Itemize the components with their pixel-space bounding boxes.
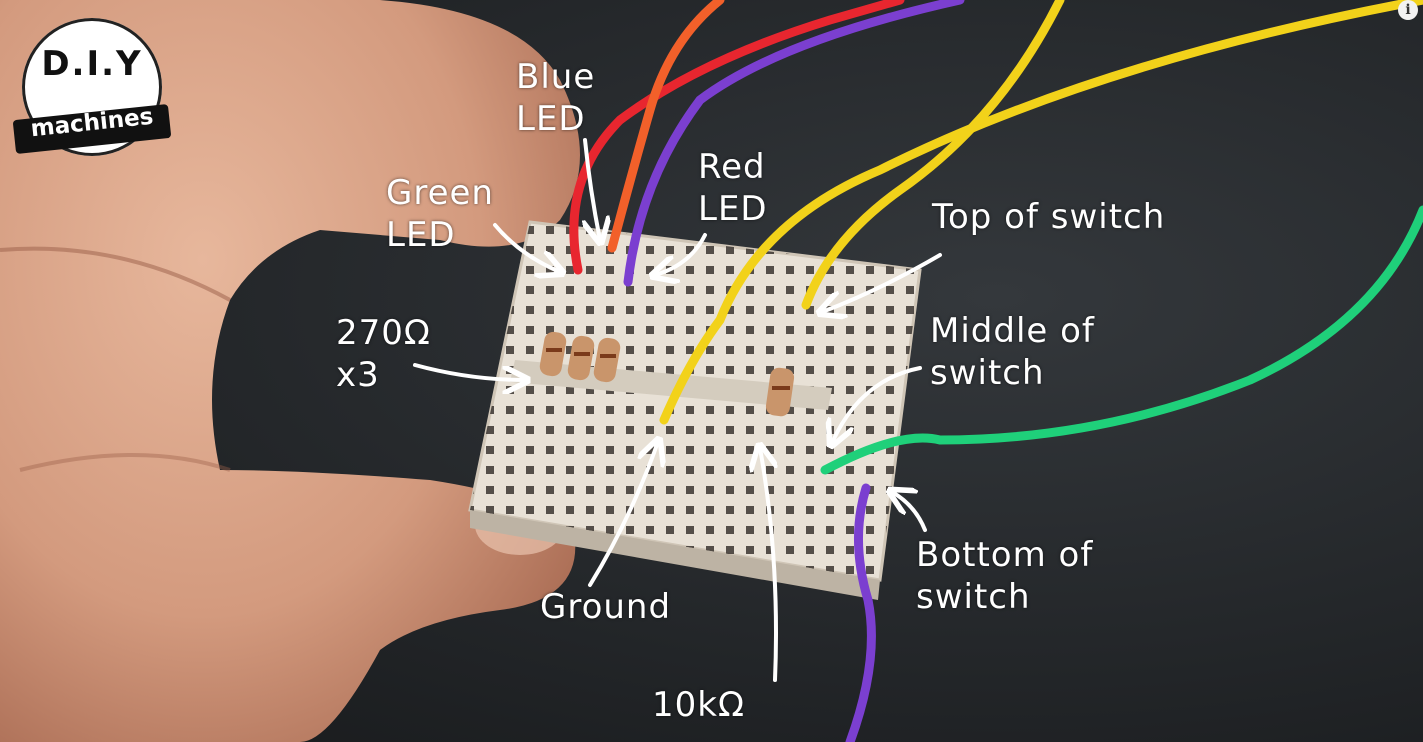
resistors — [539, 331, 795, 417]
diy-machines-logo: D.I.Y machines — [12, 18, 172, 156]
logo-top-text: D.I.Y — [41, 44, 143, 84]
info-icon[interactable]: i — [1398, 0, 1418, 20]
label-top-of-switch: Top of switch — [932, 197, 1166, 237]
label-10k-ohm-resistor: 10kΩ — [652, 685, 745, 725]
wires — [569, 0, 1423, 742]
label-blue-led: Blue LED — [516, 57, 596, 139]
breadboard — [468, 220, 922, 600]
label-bottom-of-switch: Bottom of switch — [916, 535, 1094, 617]
label-red-led: Red LED — [698, 147, 768, 229]
label-middle-of-switch: Middle of switch — [930, 311, 1095, 393]
label-ground: Ground — [540, 587, 672, 627]
label-green-led: Green LED — [386, 173, 494, 255]
label-270-ohm-resistors: 270Ω x3 — [336, 313, 431, 395]
annotation-arrows — [413, 138, 942, 682]
